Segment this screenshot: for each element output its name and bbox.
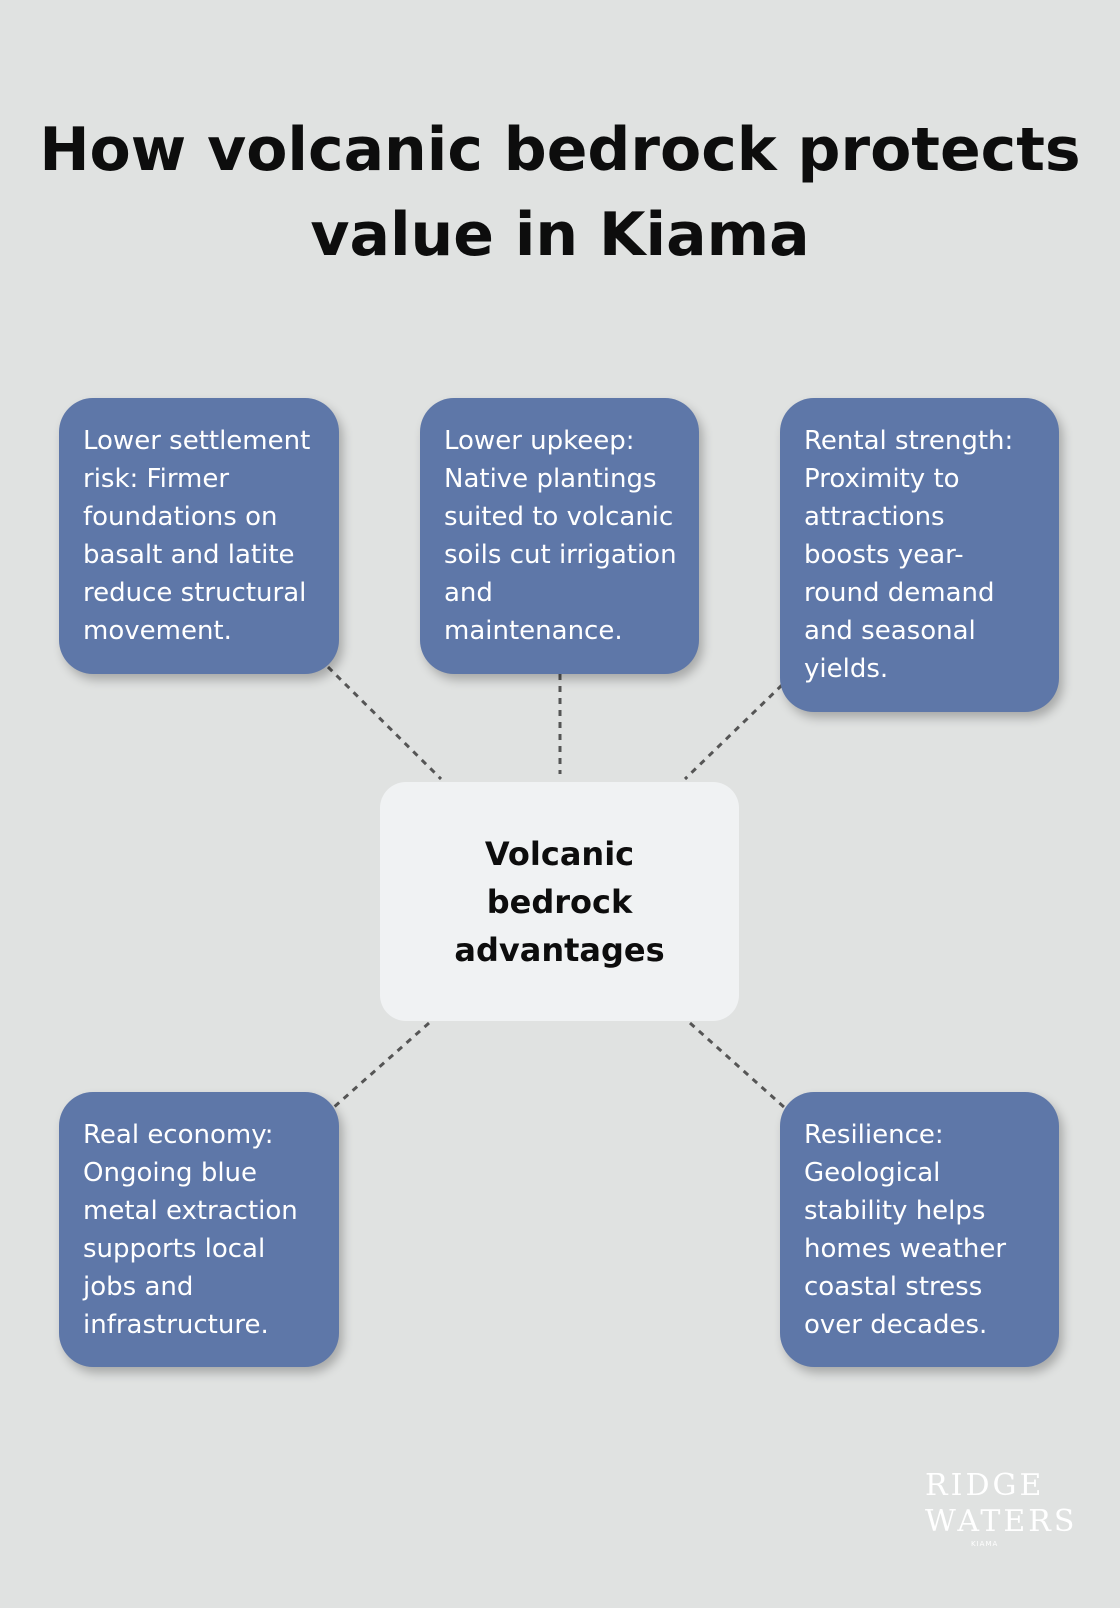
- logo-line-2: WATERS: [925, 1504, 1078, 1539]
- ridge-waters-logo: RIDGE WATERS KIAMA: [925, 1468, 1077, 1548]
- connector-bottom-right: [688, 1021, 787, 1110]
- page-title: How volcanic bedrock protects value in K…: [39, 115, 1081, 270]
- connector-top-right: [683, 683, 784, 781]
- node-resilience: Resilience: Geological stability helps h…: [780, 1092, 1059, 1367]
- connector-bottom-left: [332, 1021, 430, 1110]
- node-lower-upkeep: Lower upkeep: Native plantings suited to…: [420, 398, 699, 674]
- node-real-economy: Real economy: Ongoing blue metal extract…: [59, 1092, 339, 1367]
- logo-line-3: KIAMA: [971, 1540, 999, 1548]
- center-node: Volcanic bedrock advantages: [380, 782, 739, 1021]
- connector-top-left: [326, 665, 443, 781]
- node-settlement-risk: Lower settlement risk: Firmer foundation…: [59, 398, 339, 674]
- logo-line-1: RIDGE: [925, 1468, 1045, 1503]
- node-rental-strength: Rental strength: Proximity to attraction…: [780, 398, 1059, 712]
